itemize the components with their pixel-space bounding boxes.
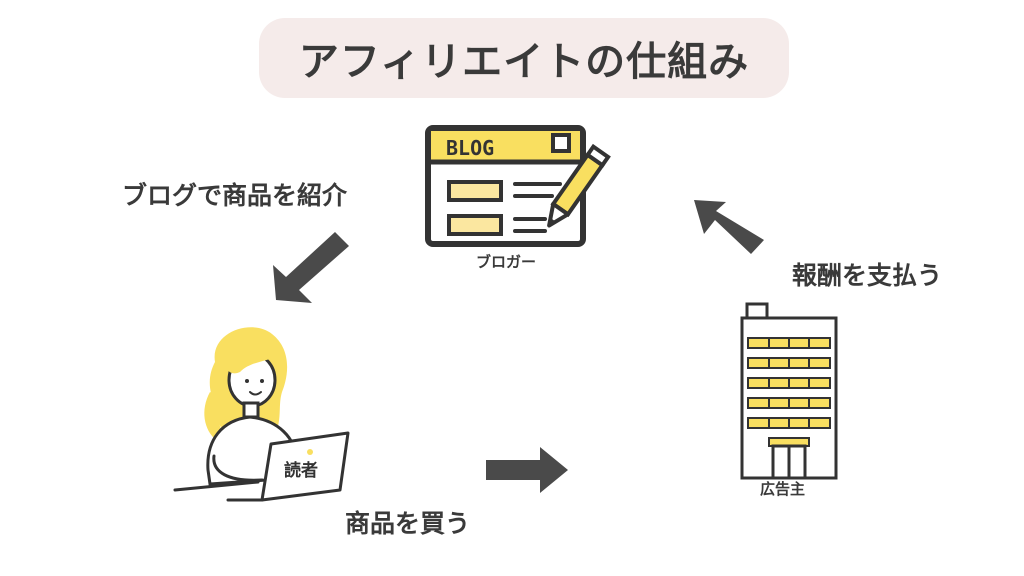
arrow-to-blogger xyxy=(694,200,764,254)
blogger-label: ブロガー xyxy=(476,253,537,271)
arrow-to-advertiser xyxy=(486,447,568,493)
step-buy-label: 商品を買う xyxy=(345,509,471,538)
pencil-icon xyxy=(547,143,611,228)
diagram-title: アフィリエイトの仕組み xyxy=(298,39,750,85)
step-pay-label: 報酬を支払う xyxy=(792,261,943,290)
step-introduce-label: ブログで商品を紹介 xyxy=(122,181,348,210)
blog-screen-text: BLOG xyxy=(446,136,494,160)
arrow-to-reader xyxy=(273,232,349,303)
office-building-icon xyxy=(740,302,838,480)
laptop-icon: 読者 xyxy=(226,431,350,502)
reader-label: 読者 xyxy=(284,460,318,481)
blog-browser-icon: BLOG xyxy=(425,125,586,247)
title-banner: アフィリエイトの仕組み xyxy=(259,18,789,98)
advertiser-label: 広告主 xyxy=(760,480,806,498)
